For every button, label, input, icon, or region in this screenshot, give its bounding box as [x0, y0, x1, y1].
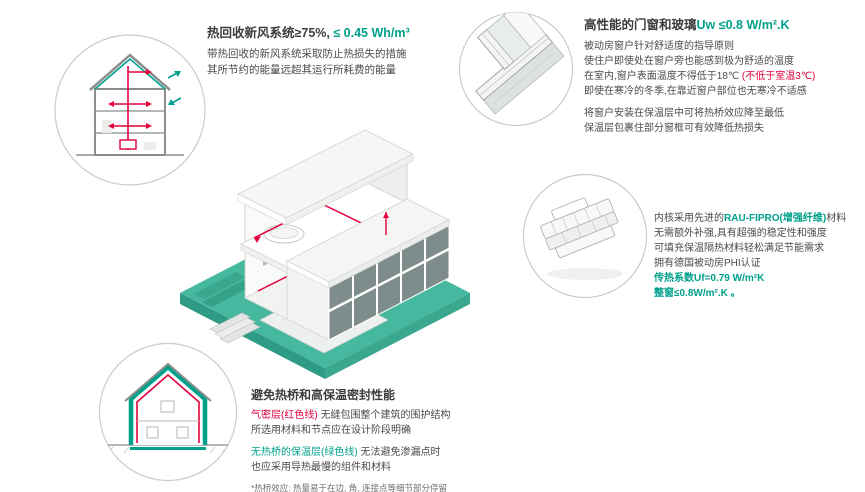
section-title: 避免热桥和高保温密封性能: [251, 388, 396, 402]
garden-stairs-icon: [209, 312, 261, 344]
body-line: 气密层(红色线) 无缝包围整个建筑的围护结构: [251, 410, 451, 421]
house-section-ventilation-icon: [76, 53, 184, 156]
airtight-red-line: [136, 373, 200, 443]
section-thermal-bridge: 避免热桥和高保温密封性能 气密层(红色线) 无缝包围整个建筑的围护结构 所选用材…: [251, 386, 571, 492]
section-heat-recovery: 热回收新风系统≥75%, ≤ 0.45 Wh/m³ 带热回收的新风系统采取防止热…: [207, 22, 495, 79]
uw-value: 整窗≤0.8W/m².K 。: [654, 288, 741, 299]
title-dark: 热回收新风系统≥75%,: [207, 26, 330, 40]
body-line: 即使在寒冷的冬季,在靠近窗户部位也无寒冷不适感: [584, 86, 807, 97]
body-line: 将窗户安装在保温层中可将热桥效应降至最低: [584, 108, 784, 119]
body-line: 也应采用导热最慢的组件和材料: [251, 462, 391, 473]
airtight-layer-label: 气密层(红色线): [251, 410, 318, 421]
body-line: 内核采用先进的RAU-FIPRO(增强纤维)材料: [654, 213, 847, 224]
window-profile-icon: [540, 197, 623, 280]
callout-heat-recovery-section: [54, 34, 206, 186]
body-line: 在室内,窗户表面温度不得低于18℃ (不低于室温3℃): [584, 71, 816, 82]
callout-frame-profile: [522, 173, 648, 299]
callout-window-detail: [458, 11, 574, 127]
uf-value: 传热系数Uf=0.79 W/m²K: [654, 273, 765, 284]
callout-insulation-envelope: [98, 342, 238, 482]
title-value: Uw ≤0.8 W/m².K: [696, 18, 790, 32]
body-line: 无需额外补强,具有超强的稳定性和强度: [654, 228, 827, 239]
bathtub-icon: [263, 224, 305, 244]
section-windows-glass: 高性能的门窗和玻璃Uw ≤0.8 W/m².K 被动房窗户针对舒适度的指导原则 …: [584, 14, 859, 136]
body-line: 使住户即使处在窗户旁也能感到极为舒适的温度: [584, 56, 794, 67]
glass-wing-icon: [286, 198, 450, 341]
body-line: 所选用材料和节点应在设计阶段明确: [251, 425, 411, 436]
material-name: RAU-FIPRO(增强纤维): [724, 213, 827, 224]
body-line: 被动房窗户针对舒适度的指导原则: [584, 41, 734, 52]
body-line: 拥有德国被动房PHI认证: [654, 258, 761, 269]
title-value: ≤ 0.45 Wh/m³: [329, 26, 410, 40]
house-section-envelope-icon: [107, 362, 229, 454]
temperature-note: (不低于室温3℃): [741, 71, 816, 82]
isometric-house-illustration: [180, 129, 470, 379]
section-title: 热回收新风系统≥75%, ≤ 0.45 Wh/m³: [207, 22, 495, 41]
body-line: 带热回收的新风系统采取防止热损失的措施: [207, 48, 407, 60]
body-line: 无热桥的保温层(绿色线) 无法避免渗漏点时: [251, 447, 441, 458]
title-dark: 高性能的门窗和玻璃: [584, 18, 697, 32]
insulation-layer-label: 无热桥的保温层(绿色线): [251, 447, 358, 458]
body-line: 可填充保温隔热材料轻松满足节能需求: [654, 243, 824, 254]
footnote: *热桥效应: 热量易于在边, 角, 连接点等细节部分停留: [251, 483, 447, 492]
window-corner-detail-icon: [475, 12, 565, 115]
body-line: 保温层包裹住部分窗框可有效降低热损失: [584, 123, 764, 134]
body-line: 其所节约的能量远超其运行所耗费的能量: [207, 64, 396, 77]
section-title: 高性能的门窗和玻璃Uw ≤0.8 W/m².K: [584, 14, 859, 33]
section-frame-profile: 内核采用先进的RAU-FIPRO(增强纤维)材料 无需额外补强,具有超强的稳定性…: [654, 211, 862, 301]
